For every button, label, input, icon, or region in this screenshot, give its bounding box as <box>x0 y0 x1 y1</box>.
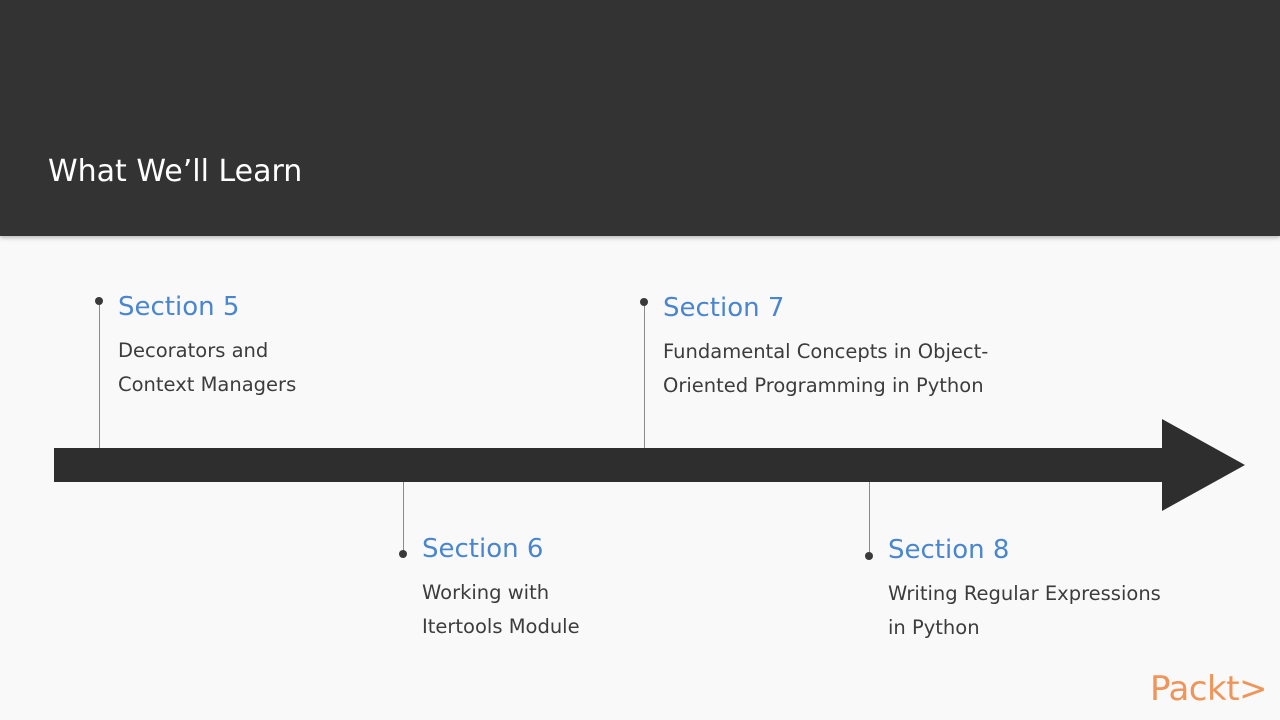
description-line: Fundamental Concepts in Object- <box>663 340 989 363</box>
description-line: Itertools Module <box>422 615 580 638</box>
timeline-item-heading: Section 6 <box>422 534 544 564</box>
timeline-marker <box>399 550 407 558</box>
timeline-connector <box>99 302 100 448</box>
timeline-item-heading: Section 8 <box>888 535 1010 565</box>
timeline-arrow-head <box>1162 419 1245 511</box>
title-bar: What We’ll Learn <box>0 0 1280 236</box>
timeline-marker <box>865 552 873 560</box>
description-line: Working with <box>422 581 550 604</box>
packt-logo: Packt> <box>1150 669 1268 709</box>
timeline-item-heading: Section 7 <box>663 293 785 323</box>
timeline-item-description: Writing Regular Expressions in Python <box>888 577 1161 645</box>
description-line: in Python <box>888 616 980 639</box>
timeline-connector <box>644 302 645 448</box>
description-line: Writing Regular Expressions <box>888 582 1161 605</box>
timeline-connector <box>403 482 404 554</box>
timeline-item-description: Fundamental Concepts in Object- Oriented… <box>663 335 988 403</box>
timeline-arrow-shaft <box>54 448 1166 482</box>
description-line: Context Managers <box>118 373 297 396</box>
description-line: Oriented Programming in Python <box>663 374 984 397</box>
timeline-marker <box>95 297 103 305</box>
timeline-item-description: Working with Itertools Module <box>422 576 580 644</box>
timeline-item-heading: Section 5 <box>118 292 240 322</box>
timeline-marker <box>640 298 648 306</box>
timeline-connector <box>869 482 870 556</box>
page-title: What We’ll Learn <box>48 154 303 189</box>
description-line: Decorators and <box>118 339 269 362</box>
timeline-item-description: Decorators and Context Managers <box>118 334 296 402</box>
